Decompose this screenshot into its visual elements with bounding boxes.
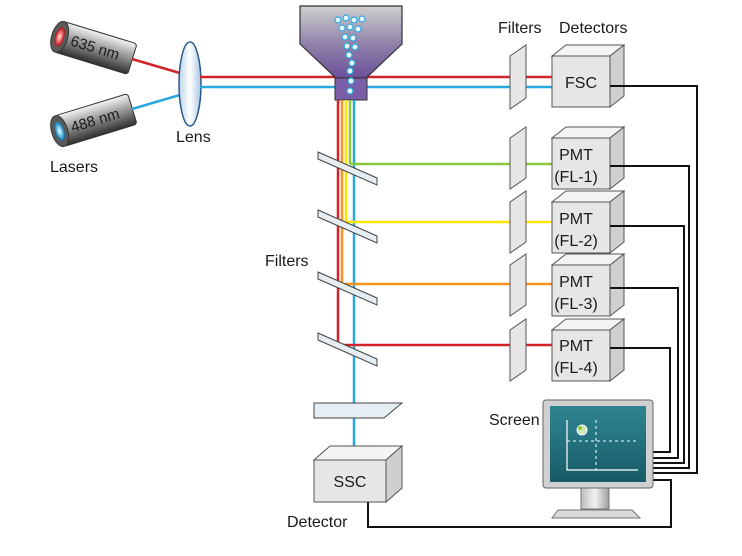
screen-monitor — [542, 399, 654, 519]
detector-label: Detector — [287, 514, 348, 531]
pmt-fl1-line1: PMT — [559, 147, 593, 164]
pmt-fl3-line2: (FL-3) — [554, 296, 598, 313]
laser-488: 488 nm — [50, 93, 137, 148]
pmt-fl2-line2: (FL-2) — [554, 233, 598, 250]
lasers-label: Lasers — [50, 159, 98, 176]
ssc-detector: SSC — [312, 444, 404, 504]
filters-top-label: Filters — [498, 20, 542, 37]
lens-icon — [178, 41, 202, 127]
filter-plates — [509, 44, 527, 382]
pmt-fl2-line1: PMT — [559, 211, 593, 228]
pmt-fl4: PMT (FL-4) — [550, 317, 626, 383]
ssc-filter — [313, 402, 404, 419]
pmt-fl3-line1: PMT — [559, 274, 593, 291]
filters-side-label: Filters — [265, 253, 309, 270]
laser-635: 635 nm — [50, 20, 137, 75]
fsc-label: FSC — [565, 75, 597, 92]
fsc-detector: FSC — [550, 43, 626, 109]
ssc-label: SSC — [334, 474, 367, 491]
detectors-top-label: Detectors — [559, 20, 627, 37]
pmt-fl4-line1: PMT — [559, 338, 593, 355]
pmt-fl1: PMT (FL-1) — [550, 125, 626, 191]
screen-label: Screen — [489, 412, 540, 429]
signal-cables — [367, 85, 698, 528]
pmt-fl4-line2: (FL-4) — [554, 360, 598, 377]
flow-cell — [299, 5, 403, 101]
pmt-fl2: PMT (FL-2) — [550, 189, 626, 255]
pmt-fl1-line2: (FL-1) — [554, 169, 598, 186]
pmt-fl3: PMT (FL-3) — [550, 252, 626, 318]
lens-label: Lens — [176, 129, 211, 146]
dichroic-mirrors — [317, 151, 378, 367]
